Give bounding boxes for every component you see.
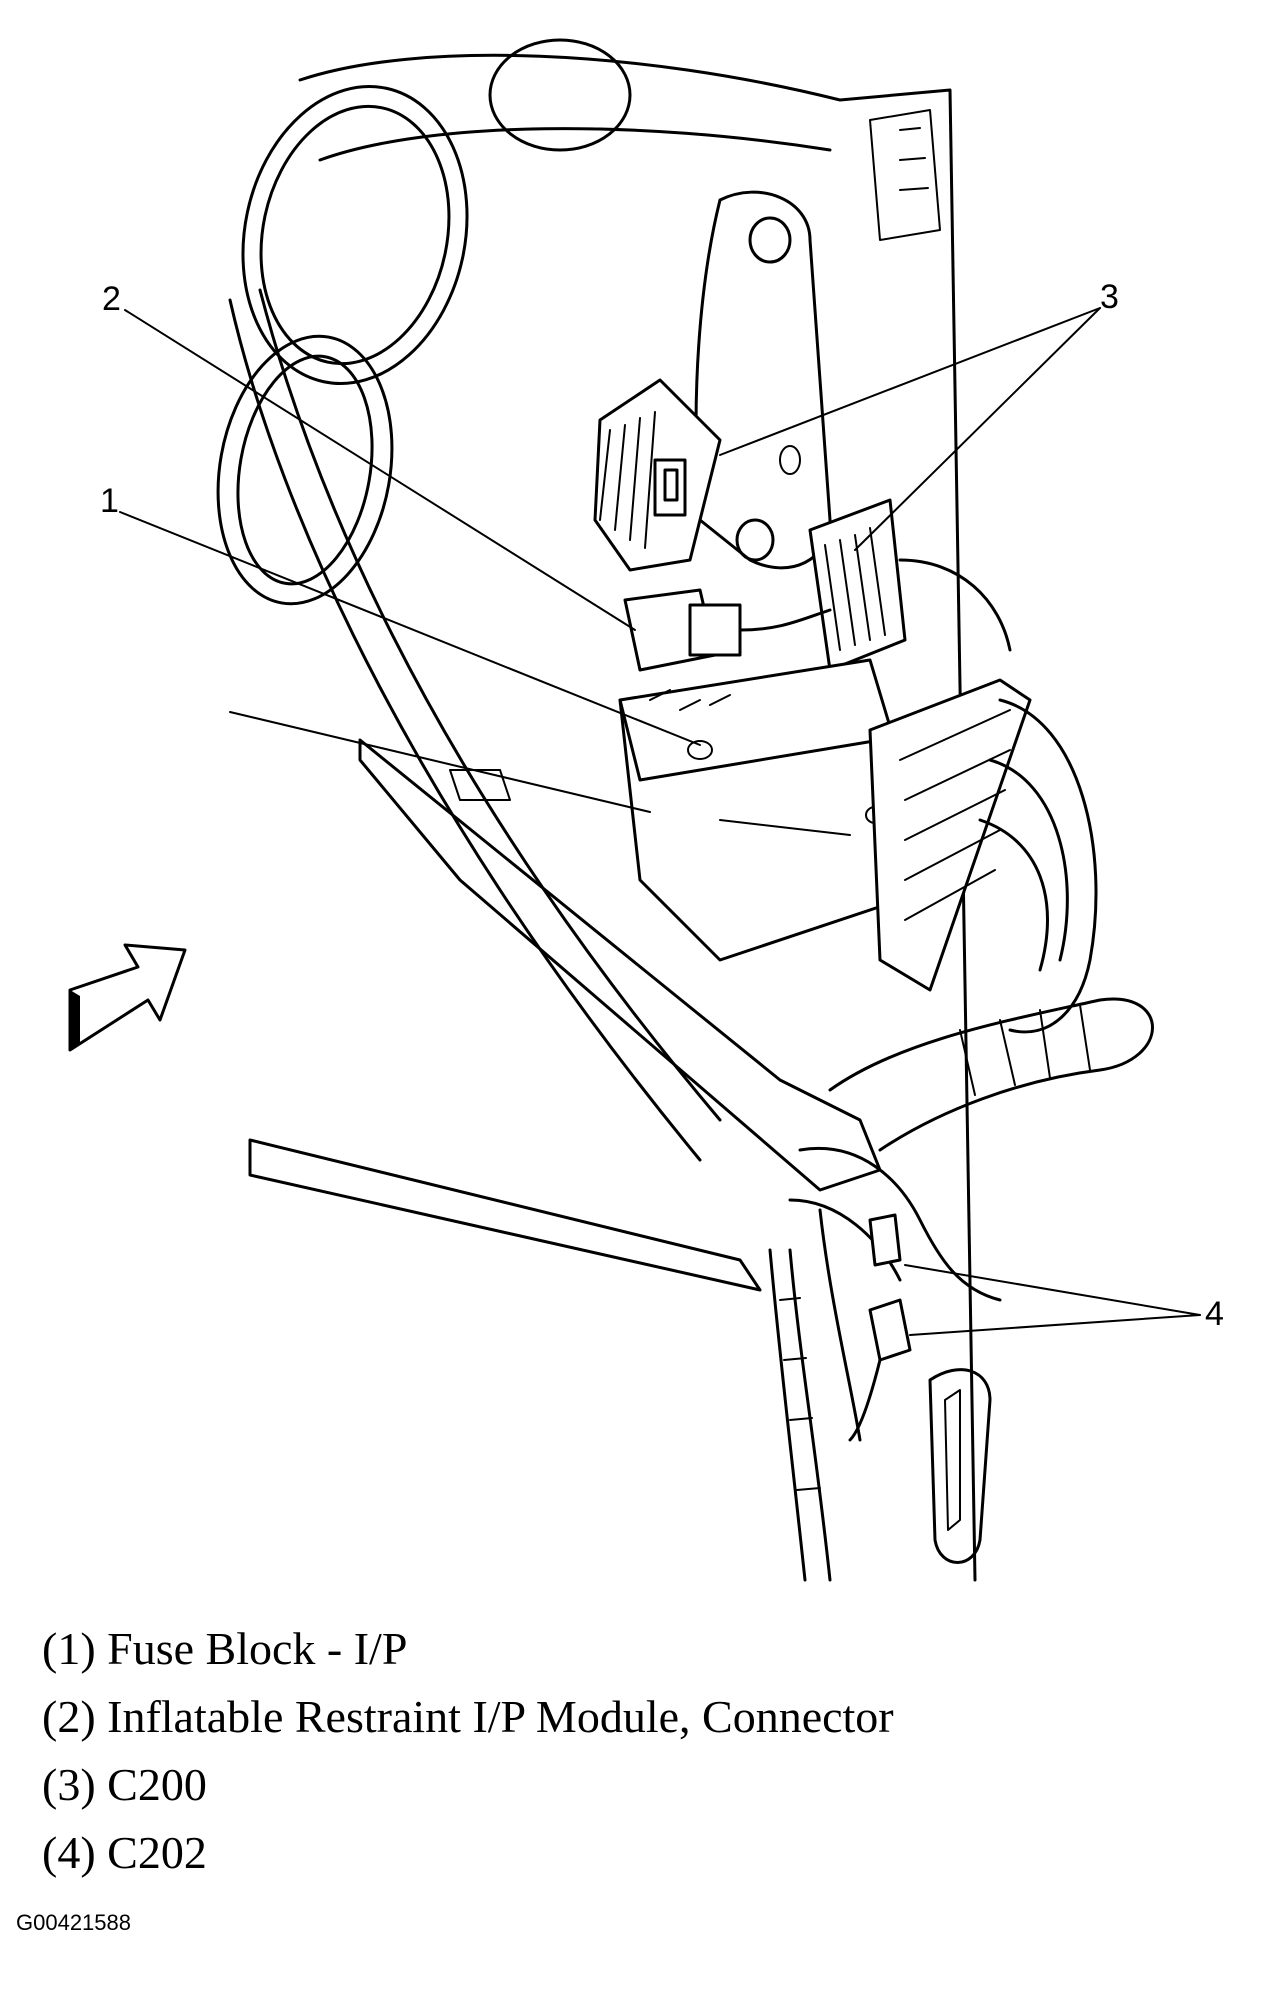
legend-item-fuse-block: (1) Fuse Block - I/P (42, 1623, 408, 1674)
legend-item-c200: (3) C200 (42, 1759, 207, 1810)
callout-leader-lines (119, 307, 1201, 1336)
legend-item-inflatable-restraint: (2) Inflatable Restraint I/P Module, Con… (42, 1691, 894, 1742)
c202-connector-lower (848, 1298, 912, 1442)
mounting-bracket (694, 190, 832, 570)
callout-3: 3 (1100, 278, 1119, 316)
inflatable-restraint-connector (623, 588, 832, 672)
lower-trim-panel (248, 738, 882, 1292)
bulkhead-connector (868, 678, 1098, 1034)
connector-location-diagram: 2 1 3 4 (68, 38, 1224, 1582)
front-direction-arrow (68, 943, 187, 1052)
figure-id: G00421588 (16, 1910, 131, 1935)
harness-lead-down (768, 1248, 832, 1582)
side-clip (928, 1368, 992, 1564)
instrument-panel-outline (228, 53, 977, 1582)
c200-connector-lower (808, 498, 1012, 672)
c200-connector-upper (593, 378, 722, 572)
round-vent-upper (241, 38, 632, 385)
wiring-harness (788, 997, 1154, 1302)
legend: (1) Fuse Block - I/P (2) Inflatable Rest… (42, 1615, 894, 1887)
legend-item-c202: (4) C202 (42, 1827, 207, 1878)
callout-1: 1 (100, 482, 119, 520)
callout-4: 4 (1205, 1295, 1224, 1333)
round-vent-lower (216, 334, 394, 606)
c202-connector-upper (818, 1208, 902, 1442)
fuse-block (618, 658, 902, 962)
callout-2: 2 (102, 280, 121, 318)
